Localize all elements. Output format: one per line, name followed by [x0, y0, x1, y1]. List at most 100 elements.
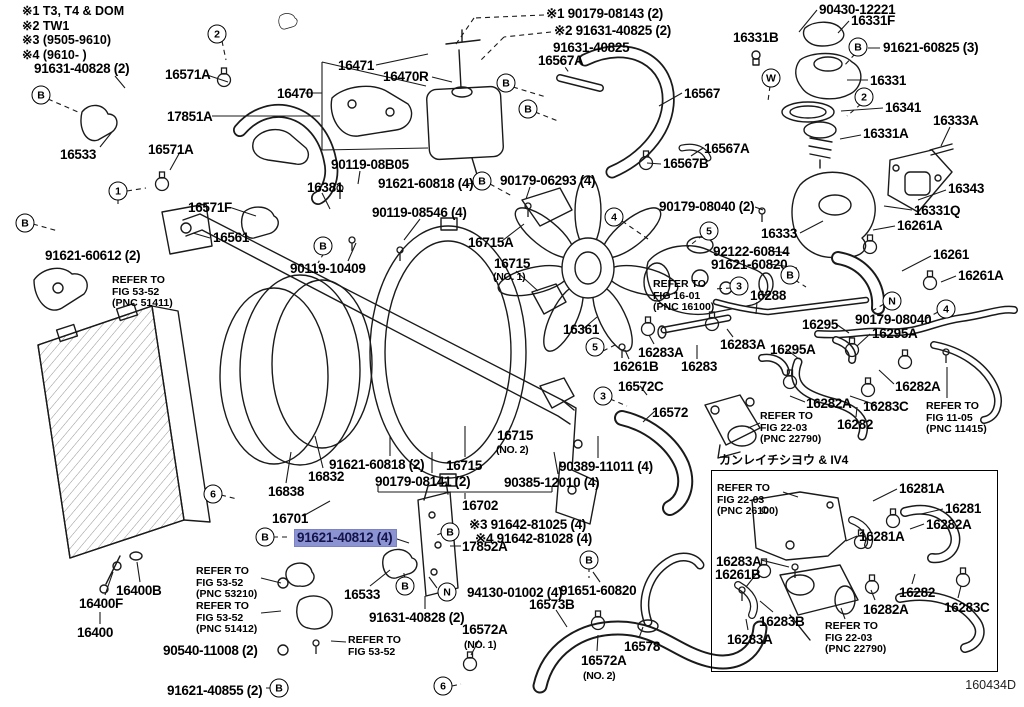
part-label[interactable]: 16470 — [277, 86, 314, 101]
part-label[interactable]: 16261B — [613, 359, 659, 374]
part-label[interactable]: 90540-11008 (2) — [163, 643, 258, 658]
part-label[interactable]: 17852A — [462, 539, 508, 554]
part-label[interactable]: 16282A — [926, 517, 972, 532]
part-label[interactable]: 16283 — [681, 359, 718, 374]
part-label[interactable]: 16283A — [716, 554, 762, 569]
part-label[interactable]: 16261 — [933, 247, 970, 262]
part-label[interactable]: 91631-40828 (2) — [34, 61, 130, 76]
part-label[interactable]: 16567A — [704, 141, 750, 156]
part-label[interactable]: 17851A — [167, 109, 213, 124]
part-label[interactable]: 91651-60820 — [560, 583, 637, 598]
part-label[interactable]: 16578 — [624, 639, 661, 654]
part-label[interactable]: 16832 — [308, 469, 345, 484]
part-label[interactable]: 16702 — [462, 498, 499, 513]
part-label[interactable]: 91621-40855 (2) — [167, 683, 263, 698]
part-label[interactable]: 90430-12221 — [819, 2, 896, 17]
part-label[interactable]: 16295 — [802, 317, 839, 332]
part-label[interactable]: 16567 — [684, 86, 721, 101]
part-label[interactable]: 90119-10409 — [290, 261, 366, 276]
part-label[interactable]: 90119-08B05 — [331, 157, 409, 172]
part-label[interactable]: 16283A — [727, 632, 773, 647]
part-label[interactable]: 16715 — [494, 256, 531, 271]
part-label[interactable]: 16331A — [863, 126, 909, 141]
part-label[interactable]: 16281A — [899, 481, 945, 496]
part-label[interactable]: 90179-08040 — [855, 312, 932, 327]
part-label[interactable]: 16281 — [945, 501, 982, 516]
part-label[interactable]: 16288 — [750, 288, 787, 303]
part-label[interactable]: 94130-01002 (4) — [467, 585, 563, 600]
part-label[interactable]: 16400B — [116, 583, 162, 598]
part-label[interactable]: 16283C — [944, 600, 990, 615]
part-label[interactable]: 16295A — [872, 326, 918, 341]
part-label[interactable]: 16282A — [895, 379, 941, 394]
part-label[interactable]: 92122-60814 — [713, 244, 790, 259]
part-label[interactable]: 91621-60820 — [711, 257, 788, 272]
part-label[interactable]: 16471 — [338, 58, 375, 73]
part-label[interactable]: 16261A — [897, 218, 943, 233]
part-label[interactable]: 16282A — [863, 602, 909, 617]
part-label[interactable]: ※1 90179-08143 (2) — [546, 6, 663, 21]
part-label[interactable]: 16361 — [563, 322, 600, 337]
part-label[interactable]: 16343 — [948, 181, 985, 196]
part-label[interactable]: 16283C — [863, 399, 909, 414]
part-label[interactable]: 16470R — [383, 69, 429, 84]
part-label[interactable]: 16282 — [837, 417, 874, 432]
part-label[interactable]: (NO. 1) — [464, 639, 497, 651]
part-label[interactable]: 16533 — [344, 587, 381, 602]
part-label[interactable]: 16567B — [663, 156, 709, 171]
part-label[interactable]: 16561 — [213, 230, 250, 245]
part-label[interactable]: 16838 — [268, 484, 305, 499]
part-label[interactable]: 16567A — [538, 53, 584, 68]
part-label[interactable]: 90389-11011 (4) — [559, 459, 653, 474]
part-label[interactable]: 16282 — [899, 585, 936, 600]
part-label[interactable]: 16715 — [446, 458, 483, 473]
part-label[interactable]: 16295A — [770, 342, 816, 357]
part-label[interactable]: 16282A — [806, 396, 852, 411]
part-label[interactable]: 16571A — [148, 142, 194, 157]
part-label[interactable]: 16573B — [529, 597, 575, 612]
part-label[interactable]: 91621-60612 (2) — [45, 248, 141, 263]
part-label[interactable]: 16331F — [851, 13, 895, 28]
part-label[interactable]: 16331B — [733, 30, 779, 45]
part-label[interactable]: 16281A — [859, 529, 905, 544]
part-label[interactable]: ※4 91642-81028 (4) — [475, 531, 592, 546]
part-label[interactable]: (NO. 2) — [583, 670, 616, 682]
part-label[interactable]: 16331 — [870, 73, 907, 88]
part-label[interactable]: 16283B — [759, 614, 805, 629]
part-label[interactable]: 16701 — [272, 511, 309, 526]
part-label[interactable]: 90179-08141 (2) — [375, 474, 471, 489]
part-label[interactable]: 16400F — [79, 596, 123, 611]
part-label[interactable]: 16572A — [462, 622, 508, 637]
part-label-selected[interactable]: 91621-40812 (4) — [293, 529, 398, 547]
part-label[interactable]: 91621-60818 (2) — [329, 457, 425, 472]
part-label[interactable]: 16571A — [165, 67, 211, 82]
part-label[interactable]: 16571F — [188, 200, 232, 215]
part-label[interactable]: 16261A — [958, 268, 1004, 283]
part-label[interactable]: ※3 91642-81025 (4) — [469, 517, 586, 532]
part-label[interactable]: 16381 — [307, 180, 344, 195]
part-label[interactable]: 90179-06293 (4) — [500, 173, 596, 188]
part-label[interactable]: 16333A — [933, 113, 979, 128]
part-label[interactable]: 91621-60818 (4) — [378, 176, 474, 191]
part-label[interactable]: 16283A — [638, 345, 684, 360]
part-label[interactable]: 16715A — [468, 235, 514, 250]
part-label[interactable]: 16331Q — [914, 203, 961, 218]
part-label[interactable]: 16572A — [581, 653, 627, 668]
part-label[interactable]: 16572 — [652, 405, 689, 420]
part-label[interactable]: 16333 — [761, 226, 798, 241]
part-label[interactable]: (NO. 1) — [493, 271, 526, 283]
part-label[interactable]: 90179-08040 (2) — [659, 199, 755, 214]
part-label[interactable]: 91621-60825 (3) — [883, 40, 979, 55]
part-label[interactable]: 16572C — [618, 379, 664, 394]
part-label[interactable]: 91631-40825 — [553, 40, 630, 55]
part-label[interactable]: ※2 91631-40825 (2) — [554, 23, 671, 38]
